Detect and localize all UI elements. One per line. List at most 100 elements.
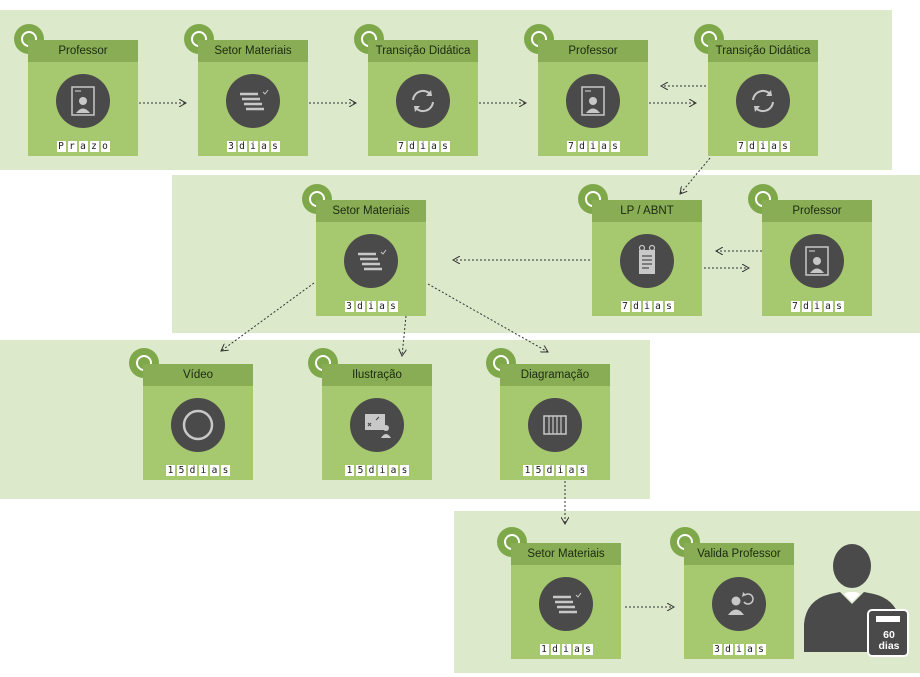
user-frame-icon [566, 74, 620, 128]
deadline-char: 7 [566, 141, 576, 152]
deadline-char: s [221, 465, 230, 476]
deadline-char: i [758, 141, 768, 152]
deadline-char: a [78, 141, 88, 152]
node-title: Setor Materiais [316, 200, 426, 222]
refresh-icon [736, 74, 790, 128]
deadline-char: d [801, 301, 811, 312]
deadline-char: a [377, 301, 387, 312]
deadline-char: 7 [790, 301, 800, 312]
deadline-char: a [389, 465, 398, 476]
deadline-char: 5 [177, 465, 186, 476]
deadline-char: 1 [166, 465, 175, 476]
checklist-document-icon [620, 234, 674, 288]
deadline-char: a [745, 644, 755, 655]
deadline-char: i [248, 141, 258, 152]
deadline-char: 7 [396, 141, 406, 152]
deadline-char: 5 [356, 465, 365, 476]
node-title: Professor [538, 40, 648, 62]
deadline-char: i [642, 301, 652, 312]
deadline-char: d [631, 301, 641, 312]
deadline-char: a [572, 644, 582, 655]
deadline-char: i [734, 644, 744, 655]
node-title: Vídeo [143, 364, 253, 386]
deadline-char: i [378, 465, 387, 476]
node-title: Setor Materiais [198, 40, 308, 62]
deadline-char: d [723, 644, 733, 655]
node-title: Setor Materiais [511, 543, 621, 565]
node-title: Valida Professor [684, 543, 794, 565]
deadline-char: z [89, 141, 99, 152]
node-title: Professor [762, 200, 872, 222]
deadline-char: s [440, 141, 450, 152]
total-unit: dias [878, 640, 900, 652]
deadline-char: d [367, 465, 376, 476]
layout-icon [528, 398, 582, 452]
document-list-icon [539, 577, 593, 631]
deadline-char: d [550, 644, 560, 655]
deadline-char: a [653, 301, 663, 312]
deadline-char: i [588, 141, 598, 152]
node-title: Diagramação [500, 364, 610, 386]
record-icon [171, 398, 225, 452]
deadline-char: a [210, 465, 219, 476]
deadline-char: s [578, 465, 587, 476]
deadline-char: s [583, 644, 593, 655]
deadline-char: r [67, 141, 77, 152]
deadline-char: d [545, 465, 554, 476]
person-calendar-icon [800, 542, 910, 662]
node-title: Professor [28, 40, 138, 62]
node-title: Ilustração [322, 364, 432, 386]
deadline-char: a [769, 141, 779, 152]
drawing-icon [350, 398, 404, 452]
user-frame-icon [56, 74, 110, 128]
deadline-char: s [664, 301, 674, 312]
deadline-char: i [556, 465, 565, 476]
deadline-char: a [823, 301, 833, 312]
deadline-char: 3 [712, 644, 722, 655]
deadline-char: o [100, 141, 110, 152]
total-deadline: 60 dias [874, 630, 904, 652]
document-list-icon [226, 74, 280, 128]
total-days: 60 [883, 629, 895, 641]
deadline-char: 3 [344, 301, 354, 312]
deadline-char: s [610, 141, 620, 152]
node-title: LP / ABNT [592, 200, 702, 222]
deadline-char: a [429, 141, 439, 152]
deadline-char: i [366, 301, 376, 312]
deadline-char: 7 [736, 141, 746, 152]
deadline-char: d [355, 301, 365, 312]
node-title: Transição Didática [708, 40, 818, 62]
user-frame-icon [790, 234, 844, 288]
deadline-char: 7 [620, 301, 630, 312]
deadline-char: 1 [523, 465, 532, 476]
deadline-char: i [812, 301, 822, 312]
deadline-char: s [756, 644, 766, 655]
deadline-char: 5 [534, 465, 543, 476]
deadline-char: s [834, 301, 844, 312]
deadline-char: d [237, 141, 247, 152]
deadline-char: P [56, 141, 66, 152]
